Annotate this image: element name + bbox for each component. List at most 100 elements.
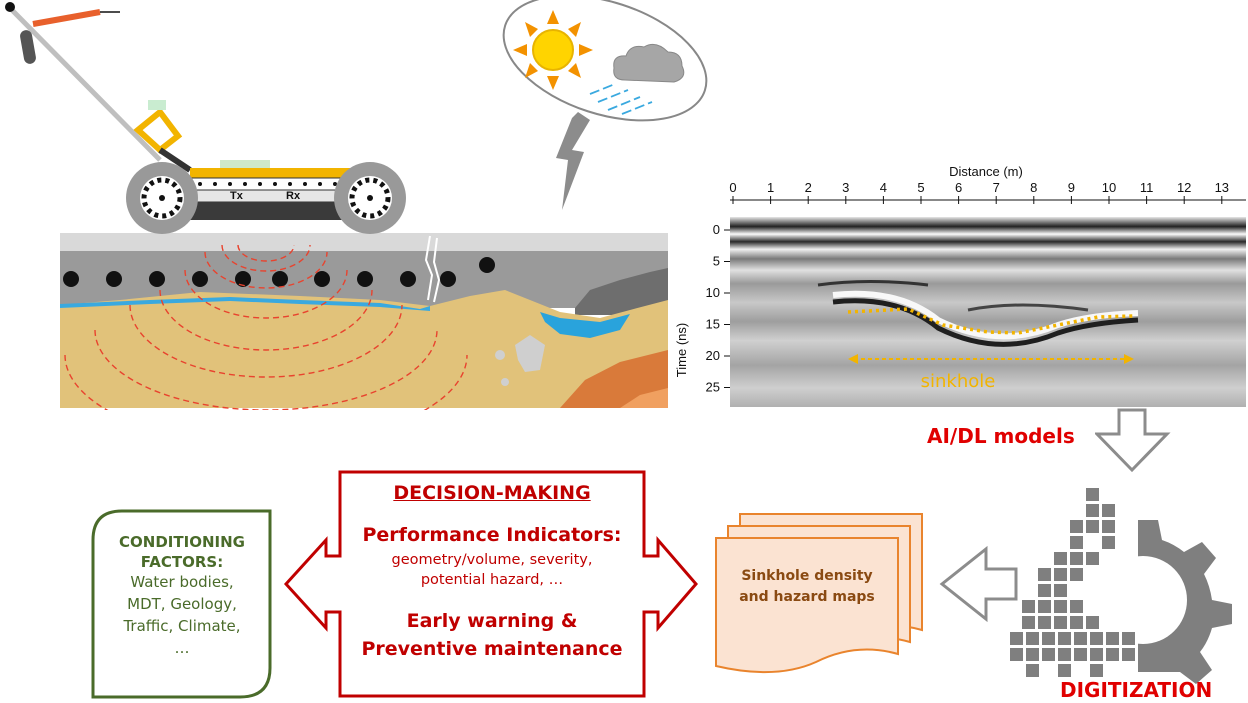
ground-cross-section	[5, 2, 668, 410]
pixel-square	[1102, 536, 1115, 549]
crack	[432, 237, 441, 303]
sinkhole-arrow	[848, 354, 1134, 364]
pixel-square	[1106, 648, 1119, 661]
orange-strata	[560, 350, 668, 408]
down-arrow	[1095, 408, 1171, 473]
left-arrow	[939, 545, 1018, 623]
pixel-square	[1022, 600, 1035, 613]
x-axis-ticks	[732, 196, 1223, 204]
conditioning-title-2: FACTORS:	[140, 553, 224, 571]
decision-double-arrow	[283, 470, 698, 698]
pixel-square	[1058, 632, 1071, 645]
rock-layer	[575, 268, 668, 315]
pixel-square	[1022, 616, 1035, 629]
pixel-square	[1086, 552, 1099, 565]
x-tick-label: 8	[1030, 180, 1037, 195]
hazard-maps-text: Sinkhole density and hazard maps	[716, 566, 898, 608]
pixel-square	[1042, 648, 1055, 661]
tx-label: Tx	[230, 190, 243, 202]
pixel-square	[1086, 504, 1099, 517]
pixel-square	[1058, 648, 1071, 661]
x-tick-label: 7	[993, 180, 1000, 195]
conditioning-doc	[91, 509, 272, 699]
sun-icon	[513, 10, 593, 90]
pixel-square	[1054, 600, 1067, 613]
pixel-square	[1090, 664, 1103, 677]
x-tick-label: 2	[805, 180, 812, 195]
x-axis-title: Distance (m)	[949, 164, 1023, 179]
y-tick-label: 20	[706, 348, 720, 363]
conditioning-line2: MDT, Geology,	[127, 595, 237, 613]
pixel-square	[1102, 504, 1115, 517]
x-tick-label: 13	[1215, 180, 1229, 195]
sinkhole-label: sinkhole	[921, 371, 996, 392]
decision-content: DECISION-MAKING Performance Indicators: …	[340, 482, 644, 660]
pixel-square	[1054, 584, 1067, 597]
lightning-tail	[556, 112, 590, 210]
x-tick-label: 4	[880, 180, 887, 195]
conditioning-line4: …	[174, 639, 190, 657]
warning-line2: Preventive maintenance	[361, 638, 623, 660]
gpr-cart	[5, 2, 406, 234]
pixel-square	[1090, 632, 1103, 645]
pixel-square	[1010, 648, 1023, 661]
pixel-square	[1038, 616, 1051, 629]
pixel-square	[1090, 648, 1103, 661]
pixel-square	[1086, 616, 1099, 629]
y-tick-label: 5	[713, 254, 720, 269]
pixel-square	[1038, 600, 1051, 613]
x-tick-label: 12	[1177, 180, 1191, 195]
decision-title: DECISION-MAKING	[393, 482, 591, 504]
x-tick-label: 6	[955, 180, 962, 195]
pixel-square	[1070, 568, 1083, 581]
pixel-square	[1026, 664, 1039, 677]
pixel-square	[1106, 632, 1119, 645]
rebar-dots	[63, 257, 495, 287]
pixel-square	[1122, 632, 1135, 645]
small-rock	[501, 378, 509, 386]
rain-icon	[589, 83, 653, 115]
pixel-square	[1070, 600, 1083, 613]
pixel-square	[1102, 520, 1115, 533]
hazard-maps-line1: Sinkhole density	[741, 568, 873, 584]
cavity-rock	[515, 335, 545, 372]
pixel-square	[1122, 648, 1135, 661]
conditioning-title-1: CONDITIONING	[119, 533, 245, 551]
soil-layer	[60, 290, 668, 408]
y-tick-label: 15	[706, 317, 720, 332]
indicators-title: Performance Indicators:	[362, 524, 622, 546]
x-tick-label: 0	[729, 180, 736, 195]
cloud-icon	[613, 43, 685, 83]
x-tick-label: 1	[767, 180, 774, 195]
indicators-line1: geometry/volume, severity,	[391, 552, 593, 568]
crack	[424, 235, 434, 301]
indicators-line2: potential hazard, …	[420, 572, 564, 588]
digitization-gear-icon	[1010, 488, 1232, 684]
water-pond	[540, 312, 630, 338]
pixel-square	[1086, 520, 1099, 533]
pixel-square	[1074, 648, 1087, 661]
pixel-square	[1070, 536, 1083, 549]
x-tick-label: 9	[1068, 180, 1075, 195]
pixel-square	[1086, 488, 1099, 501]
pixel-square	[1010, 632, 1023, 645]
warning-line1: Early warning &	[406, 610, 578, 632]
road-surface	[60, 233, 668, 251]
y-axis-ticks	[724, 229, 730, 388]
pixel-square	[1026, 632, 1039, 645]
radar-waves	[64, 244, 468, 410]
pixel-square	[1054, 616, 1067, 629]
small-rock	[495, 350, 505, 360]
pixel-square	[1042, 632, 1055, 645]
digitization-label: DIGITIZATION	[1060, 678, 1213, 702]
water-strip	[60, 297, 430, 311]
y-axis-title: Time (ns)	[674, 323, 689, 377]
conditioning-content: CONDITIONING FACTORS: Water bodies, MDT,…	[94, 533, 270, 659]
radargram-image	[730, 217, 1246, 407]
pixel-square	[1070, 552, 1083, 565]
rx-label: Rx	[286, 190, 301, 202]
ai-models-label: AI/DL models	[927, 424, 1075, 448]
pixel-square	[1070, 616, 1083, 629]
conditioning-line3: Traffic, Climate,	[123, 617, 241, 635]
